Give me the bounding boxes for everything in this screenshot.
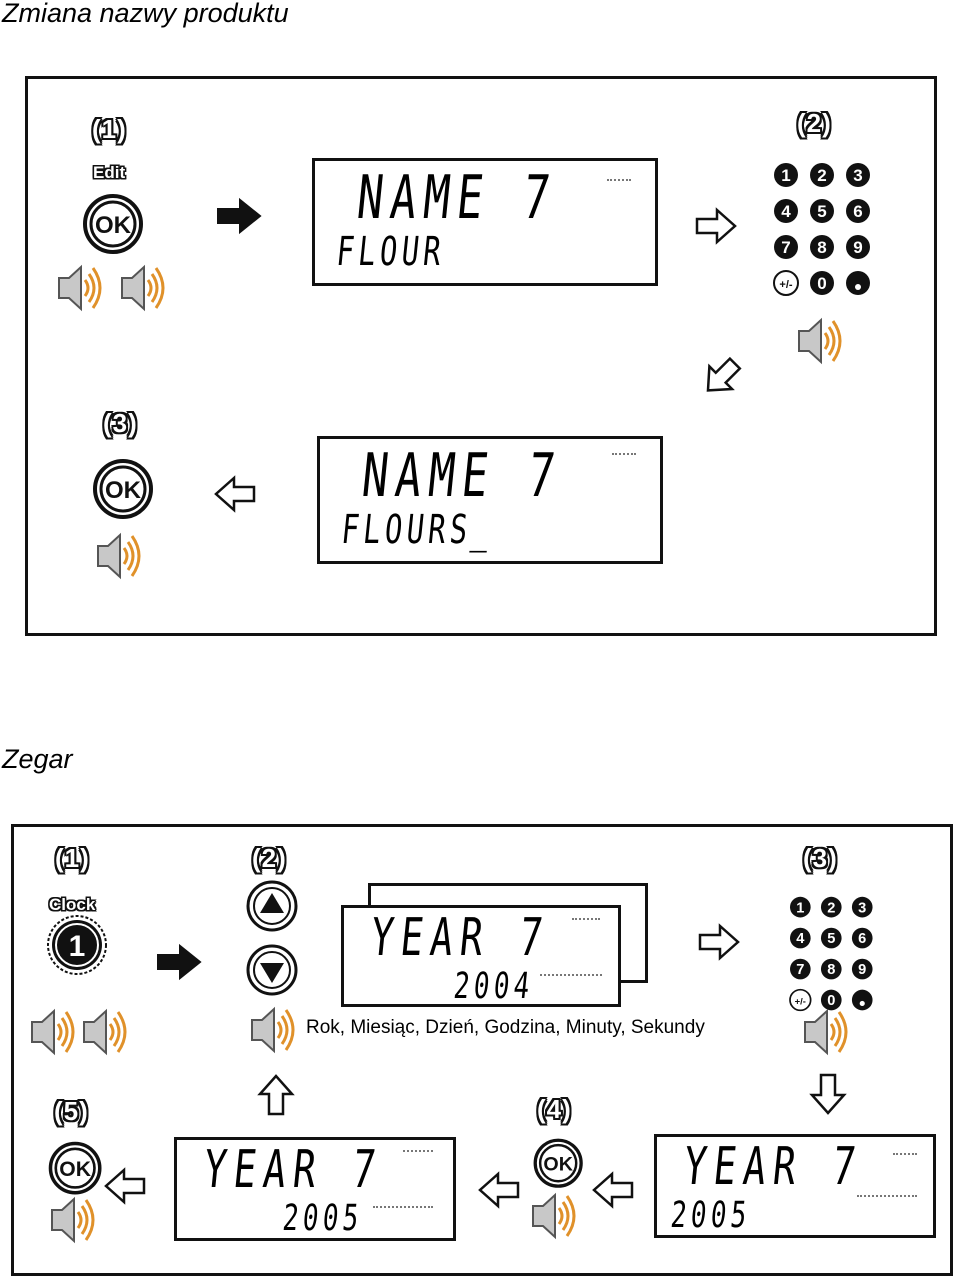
lcd-line-2: FLOUR xyxy=(334,229,448,275)
ok-button-icon[interactable] xyxy=(93,459,155,521)
arrow-right-icon xyxy=(695,208,737,244)
step-label-1: (1) xyxy=(92,114,127,144)
lcd-display-year: YEAR 7 2004 xyxy=(341,905,621,1007)
up-key-icon[interactable] xyxy=(246,880,298,932)
lcd-status-dots xyxy=(540,974,602,979)
lcd-status-dots xyxy=(607,179,631,184)
arrow-down-left-icon xyxy=(695,351,748,403)
clock-fields-caption: Rok, Miesiąc, Dzień, Godzina, Minuty, Se… xyxy=(306,1017,705,1038)
lcd-display-year-edited: YEAR 7 2005 xyxy=(654,1134,936,1238)
ok-button-icon[interactable] xyxy=(83,194,145,256)
step-label-4: (4) xyxy=(537,1094,572,1124)
arrow-left-icon xyxy=(592,1172,634,1208)
lcd-status-dots xyxy=(572,918,600,923)
svg-text:1: 1 xyxy=(69,930,86,963)
arrow-left-icon xyxy=(214,476,256,512)
lcd-status-dots xyxy=(403,1150,433,1155)
arrow-left-icon xyxy=(478,1172,520,1208)
edit-key-label: Edit xyxy=(93,163,126,182)
lcd-line-2: 2005 xyxy=(668,1195,753,1236)
arrow-left-icon xyxy=(104,1168,146,1204)
lcd-status-dots xyxy=(612,453,636,458)
clock-key-label: Clock xyxy=(49,895,96,914)
lcd-line-1: NAME 7 xyxy=(353,163,561,233)
lcd-status-dots xyxy=(373,1206,433,1211)
clock-procedure-frame xyxy=(11,824,953,1276)
keypad-icon[interactable] xyxy=(773,162,874,303)
lcd-status-dots xyxy=(857,1195,917,1200)
speaker-icon xyxy=(531,1193,576,1239)
section-title-clock: Zegar xyxy=(2,744,73,774)
speaker-icon xyxy=(50,1197,95,1243)
speaker-icon xyxy=(120,265,165,311)
speaker-icon xyxy=(82,1009,127,1055)
lcd-line-2: 2004 xyxy=(451,966,536,1007)
step-label-2: (2) xyxy=(797,108,832,138)
speaker-icon xyxy=(797,318,842,364)
lcd-display-year-confirmed: YEAR 7 2005 xyxy=(174,1137,456,1241)
lcd-line-1: YEAR 7 xyxy=(200,1140,386,1200)
ok-button-icon[interactable] xyxy=(533,1138,585,1190)
arrow-right-solid-icon xyxy=(157,945,201,979)
step-label-1: (1) xyxy=(55,843,90,873)
arrow-down-icon xyxy=(810,1073,846,1115)
lcd-line-1: YEAR 7 xyxy=(680,1137,866,1197)
arrow-up-icon xyxy=(258,1074,294,1116)
speaker-icon xyxy=(30,1009,75,1055)
speaker-icon xyxy=(250,1007,295,1053)
keypad-icon[interactable] xyxy=(789,895,876,1017)
rename-procedure-frame xyxy=(25,76,937,636)
section-title-rename: Zmiana nazwy produktu xyxy=(2,0,289,28)
speaker-icon xyxy=(803,1009,848,1055)
ok-button-icon[interactable] xyxy=(48,1141,104,1197)
arrow-right-icon xyxy=(698,924,740,960)
step-label-3: (3) xyxy=(803,843,838,873)
step-label-5: (5) xyxy=(54,1096,89,1126)
lcd-line-2: FLOURS_ xyxy=(339,507,496,553)
lcd-line-2: 2005 xyxy=(280,1198,365,1239)
step-label-2: (2) xyxy=(252,843,287,873)
step-label-3: (3) xyxy=(103,408,138,438)
lcd-line-1: YEAR 7 xyxy=(367,908,553,968)
clock-key-icon[interactable]: 1 xyxy=(46,914,108,976)
speaker-icon xyxy=(57,265,102,311)
lcd-line-1: NAME 7 xyxy=(358,441,566,511)
lcd-display-name: NAME 7 FLOUR xyxy=(312,158,658,286)
arrow-right-solid-icon xyxy=(217,199,261,233)
speaker-icon xyxy=(96,533,141,579)
down-key-icon[interactable] xyxy=(246,944,298,996)
lcd-display-name-edited: NAME 7 FLOURS_ xyxy=(317,436,663,564)
lcd-status-dots xyxy=(893,1153,917,1158)
